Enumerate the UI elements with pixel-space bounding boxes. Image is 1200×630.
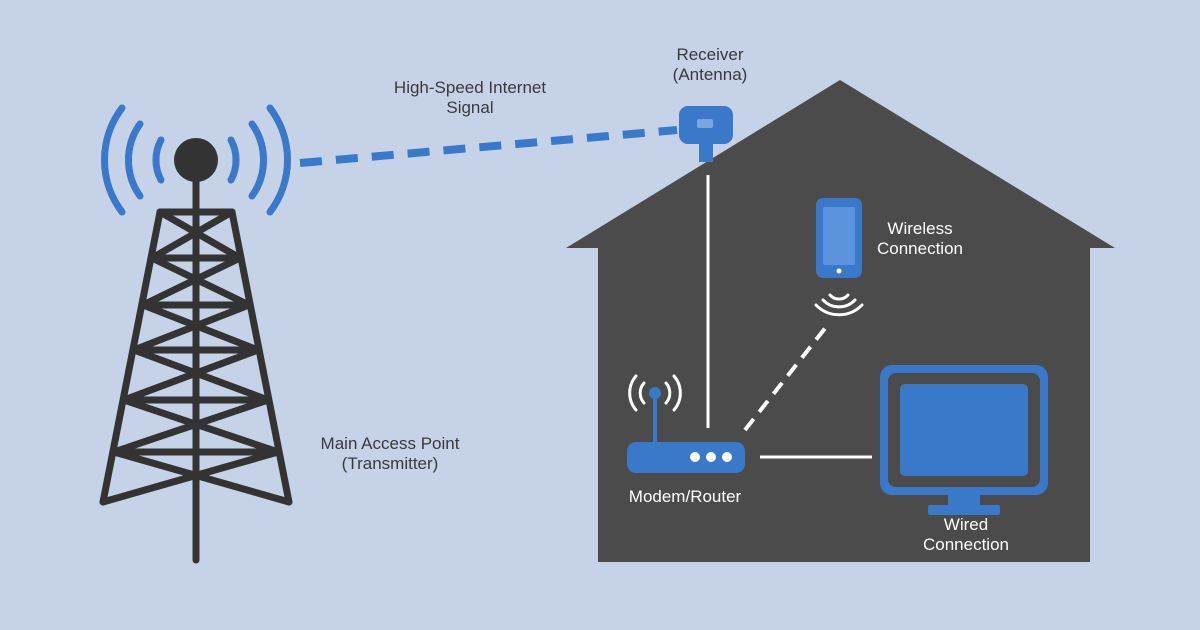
receiver-label-line1: Receiver	[676, 45, 744, 64]
receiver-antenna-icon	[679, 106, 733, 162]
receiver-label-line2: (Antenna)	[672, 65, 748, 84]
internet-signal-line	[299, 126, 678, 167]
receiver-label: Receiver (Antenna)	[640, 45, 780, 85]
wireless-label: Wireless Connection	[860, 219, 980, 259]
wired-label: Wired Connection	[906, 515, 1026, 555]
router-icon	[627, 374, 745, 473]
wired-label-line2: Connection	[922, 535, 1009, 554]
wireless-label-line2: Connection	[876, 239, 963, 258]
access-point-label: Main Access Point (Transmitter)	[290, 434, 490, 474]
router-label-line1: Modem/Router	[628, 487, 742, 506]
signal-label-line1: High-Speed Internet	[393, 78, 547, 97]
signal-label-line2: Signal	[446, 98, 494, 117]
broadcast-waves-icon	[101, 104, 291, 216]
signal-label: High-Speed Internet Signal	[370, 78, 570, 118]
wireless-label-line1: Wireless	[887, 219, 953, 238]
cell-tower-icon	[99, 156, 293, 564]
wired-label-line1: Wired	[943, 515, 989, 534]
wifi-icon	[814, 293, 864, 317]
smartphone-icon	[816, 198, 862, 278]
monitor-icon	[880, 365, 1048, 515]
tower-beacon	[174, 138, 218, 182]
router-label: Modem/Router	[610, 487, 760, 507]
access-point-label-line2: (Transmitter)	[341, 454, 439, 473]
access-point-label-line1: Main Access Point	[320, 434, 460, 453]
